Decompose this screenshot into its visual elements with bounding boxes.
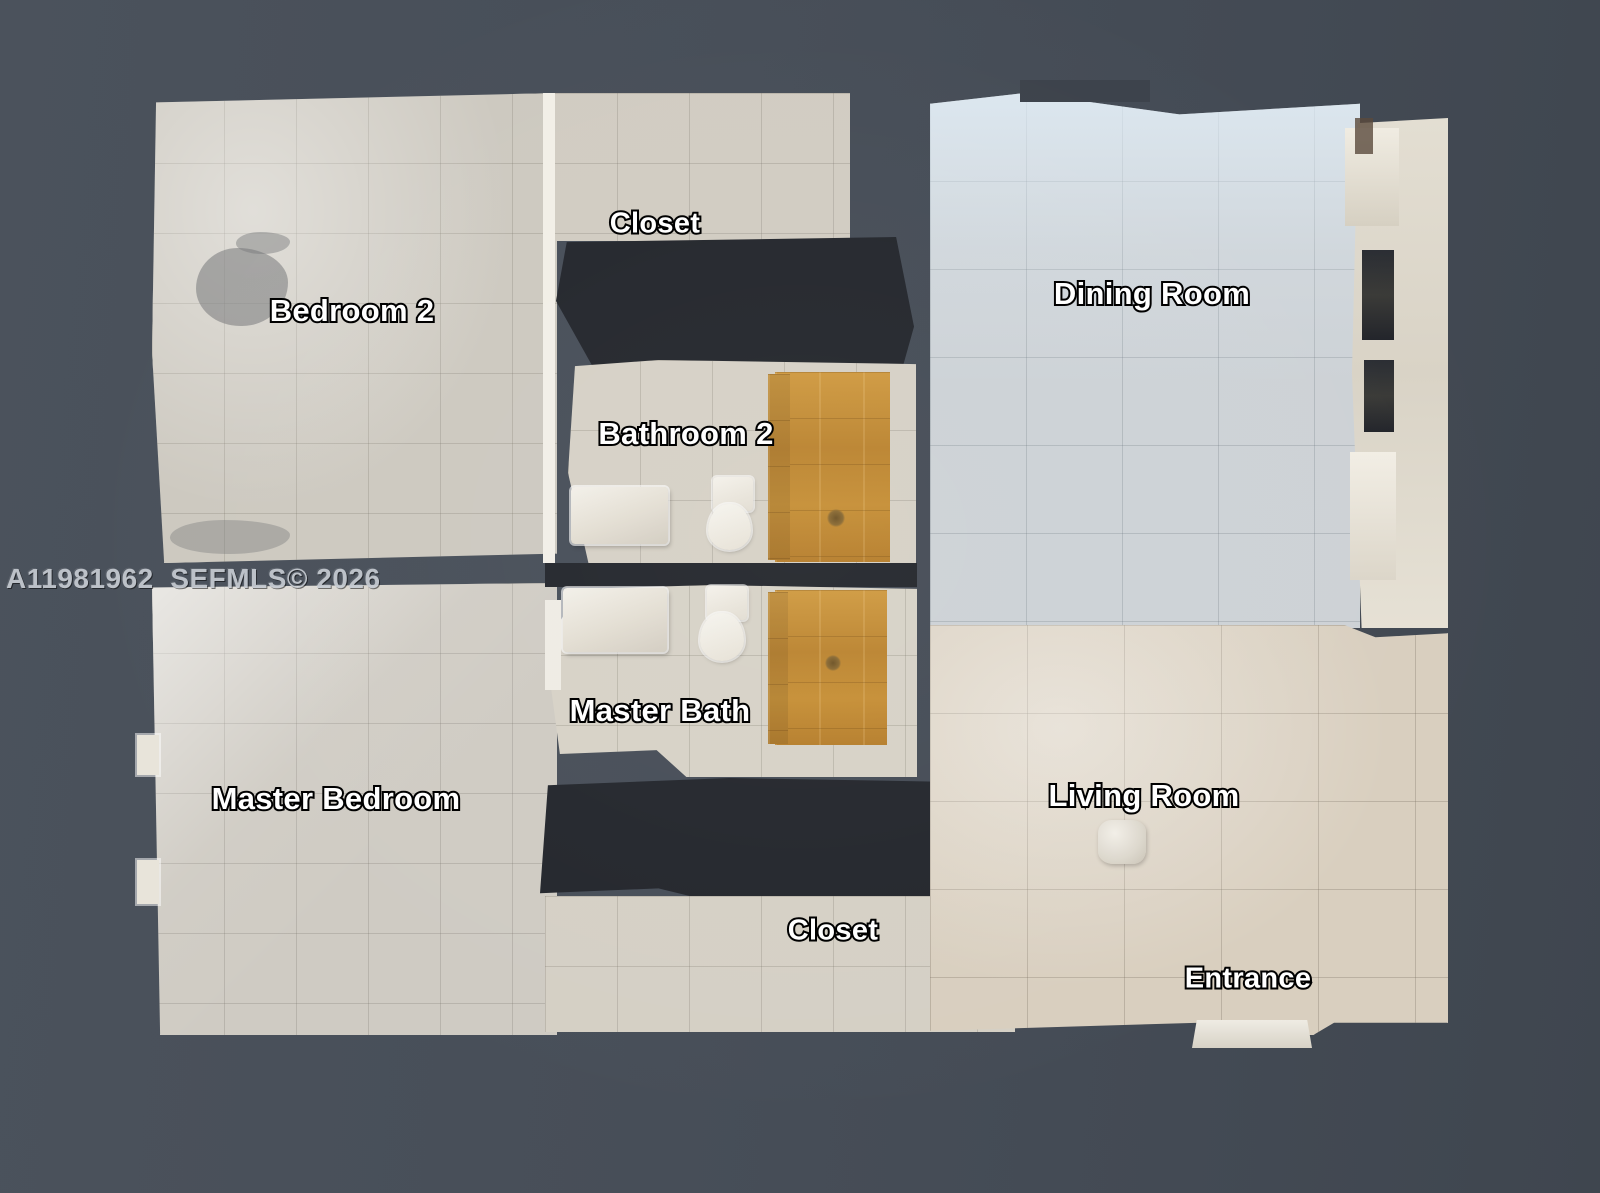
room-label-closet-bottom: Closet <box>786 913 880 949</box>
shower-drain-bathroom-2 <box>827 509 845 527</box>
room-label-master-bath: Master Bath <box>568 691 752 730</box>
room-area-master-bedroom <box>152 583 557 1035</box>
bathtub-master-bath <box>563 588 667 652</box>
room-label-closet-top: Closet <box>608 206 702 242</box>
ottoman-living-room <box>1098 820 1146 864</box>
void-between-bathrooms <box>545 563 917 587</box>
entrance-threshold <box>1192 1020 1312 1048</box>
wall-nub-master-bath <box>545 600 561 690</box>
room-label-entrance: Entrance <box>1183 961 1313 997</box>
room-area-closet-top <box>545 93 850 241</box>
wall-nub-master-bedroom-upper <box>137 735 159 775</box>
shower-threshold-master-bath <box>768 592 788 744</box>
room-label-dining-room: Dining Room <box>1052 274 1252 313</box>
void-closet-bottom <box>540 778 935 898</box>
toilet-bowl-master-bath <box>700 613 744 661</box>
bathtub-bathroom-2 <box>571 487 668 544</box>
mls-watermark: A11981962 SEFMLS© 2026 <box>6 563 381 594</box>
room-area-living-room <box>930 625 1448 1035</box>
wall-nub-master-bedroom-lower <box>137 860 159 904</box>
balcony-shadow-notch <box>1355 118 1373 154</box>
room-label-living-room: Living Room <box>1046 776 1241 815</box>
room-area-dining-room <box>930 93 1360 628</box>
balcony-opening-upper <box>1362 250 1394 340</box>
shower-bathroom-2 <box>775 372 890 562</box>
balcony-opening-lower <box>1364 360 1394 432</box>
room-label-bedroom-2: Bedroom 2 <box>268 291 436 330</box>
notch-dining-top <box>1020 80 1150 102</box>
shower-threshold-bathroom-2 <box>768 374 790 560</box>
room-label-master-bedroom: Master Bedroom <box>210 779 463 818</box>
room-area-bedroom-2 <box>152 93 557 563</box>
wall-bedroom2-corridor <box>543 93 555 563</box>
room-label-bathroom-2: Bathroom 2 <box>596 414 775 453</box>
shower-drain-master-bath <box>825 655 841 671</box>
balcony-rail-bottom <box>1350 452 1396 580</box>
void-closet-top <box>556 237 914 365</box>
toilet-bowl-bathroom-2 <box>708 504 751 550</box>
